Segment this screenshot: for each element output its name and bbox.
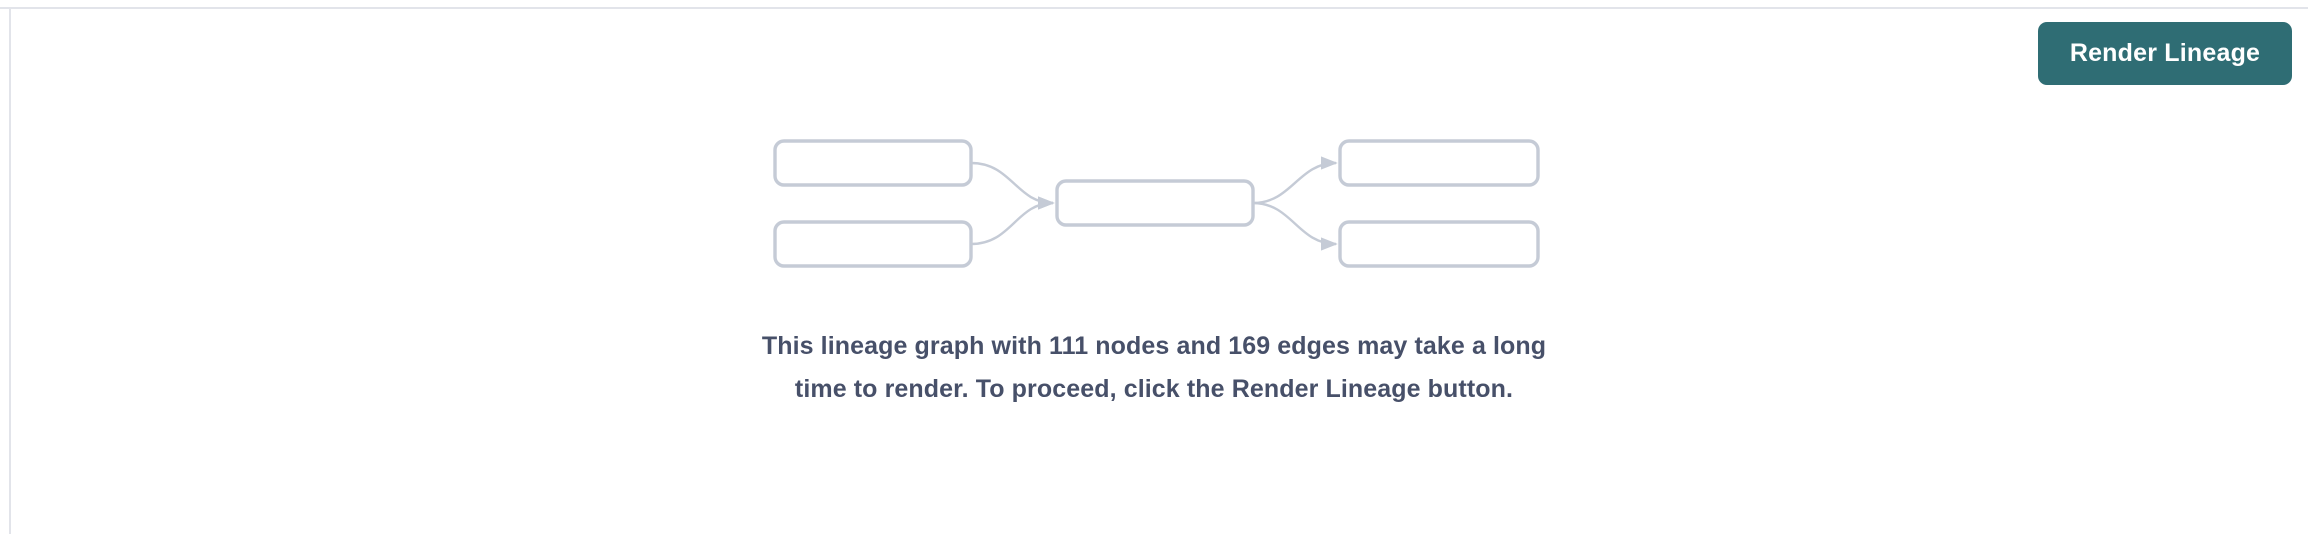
panel-left-divider [9, 9, 11, 534]
edge-upstream-2-to-focus [970, 196, 1055, 246]
lineage-graph-placeholder [773, 139, 1540, 268]
render-lineage-button[interactable]: Render Lineage [2038, 22, 2292, 85]
edge-focus-to-downstream-2 [1252, 201, 1338, 251]
lineage-node-focus [1055, 179, 1255, 227]
panel-top-divider [0, 7, 2308, 9]
lineage-render-notice: This lineage graph with 111 nodes and 16… [761, 332, 1547, 403]
lineage-skeleton-svg [773, 139, 1540, 268]
lineage-node-downstream-1 [1338, 139, 1540, 187]
edge-focus-to-downstream-1 [1252, 156, 1338, 205]
lineage-node-upstream-1 [773, 139, 973, 187]
edge-upstream-1-to-focus [970, 161, 1055, 210]
lineage-node-downstream-2 [1338, 220, 1540, 268]
lineage-node-upstream-2 [773, 220, 973, 268]
